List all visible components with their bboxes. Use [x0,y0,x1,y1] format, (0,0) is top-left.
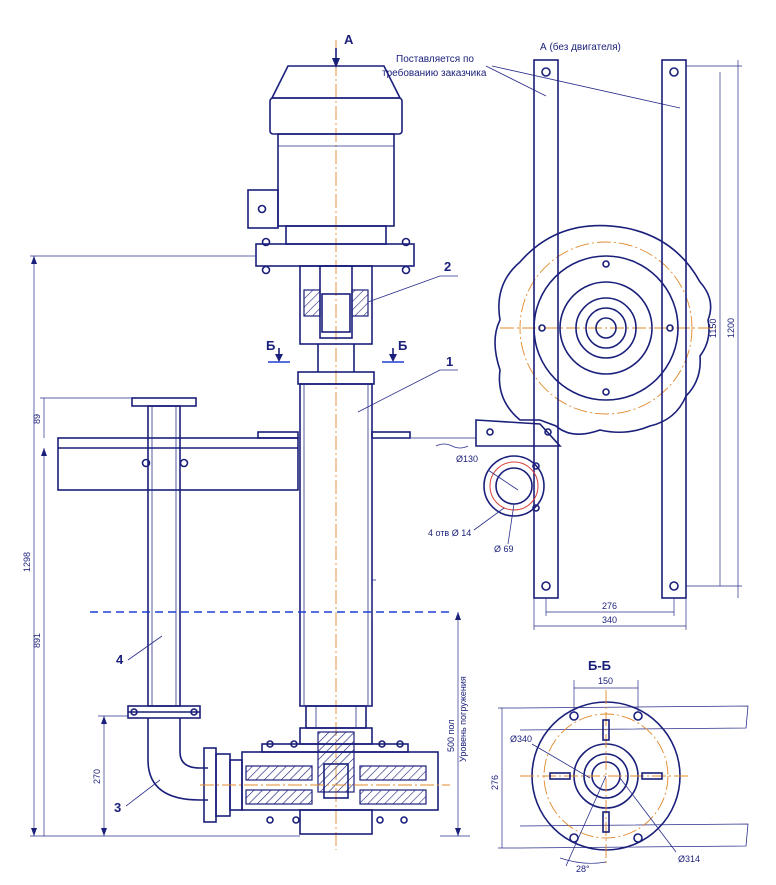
supply-note-line2: требованию заказчика [382,67,487,79]
coupling [299,265,373,372]
view-a-label: А [344,32,354,47]
section-bb: Б-Б 150 276 Ø340 Ø314 28° [490,658,749,874]
dim-270: 270 [92,769,102,784]
section-b-right-label: Б [398,338,407,353]
dim-1150: 1150 [708,319,718,338]
dim-500: 500 пол [446,720,456,752]
supply-note-line1: Поставляется по [396,54,474,65]
column-pipe [297,371,376,707]
dim-1298: 1298 [22,552,32,572]
support-beam [57,431,476,491]
dim-340: 340 [602,615,617,625]
view-a: А (без двигателя) Поставляется по требов… [382,41,742,630]
main-view: А [22,32,476,850]
dim-d314: Ø314 [678,854,700,864]
dim-89: 89 [32,414,42,424]
discharge-pipe [127,397,208,801]
part-1-label: 1 [446,354,453,369]
dim-891: 891 [32,633,42,648]
dim-28-deg: 28° [576,864,590,874]
dim-276-side: 276 [490,775,500,790]
dim-d340: Ø340 [510,734,532,744]
part-3-label: 3 [114,800,121,815]
section-bb-title: Б-Б [588,658,611,673]
dim-1200: 1200 [726,318,736,338]
dim-holes: 4 отв Ø 14 [428,528,471,538]
immersion-level-label: Уровень погружения [458,676,468,762]
view-a-title: А (без двигателя) [540,41,621,53]
part-labels: 1 2 3 4 [114,259,458,815]
part-2-label: 2 [444,259,451,274]
dim-150: 150 [598,676,613,686]
section-b-markers: Б Б [266,338,407,363]
motor [247,65,415,275]
dim-276-top: 276 [602,601,617,611]
dimensions-main: 1298 89 891 270 500 пол Уровень погружен… [22,255,470,837]
pump-casing [200,705,450,835]
section-b-left-label: Б [266,338,275,353]
dim-d130: Ø130 [456,454,478,464]
dim-d69: Ø 69 [494,544,514,554]
part-4-label: 4 [116,652,124,667]
